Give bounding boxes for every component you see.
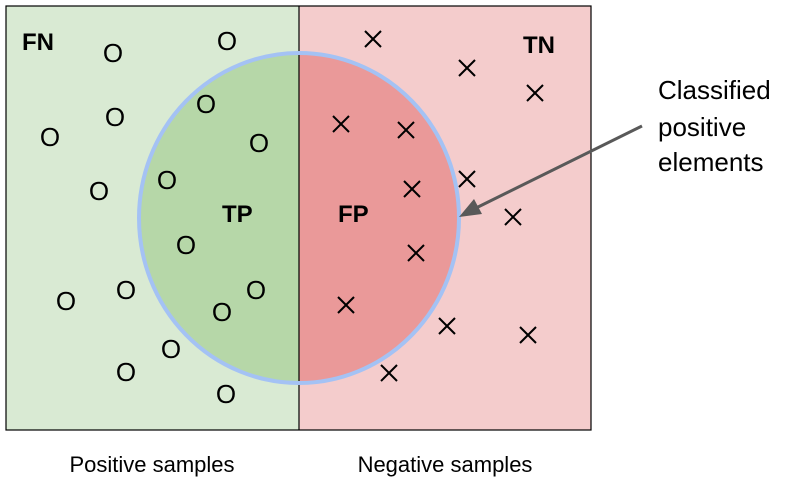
annotation-line-3: elements [658, 147, 764, 177]
positive-sample-marker: O [196, 89, 216, 119]
annotation-arrowhead [459, 199, 482, 217]
positive-sample-marker: O [246, 275, 266, 305]
negative-sample-marker [438, 317, 456, 335]
annotation-line-2: positive [658, 112, 746, 142]
positive-sample-marker: O [56, 286, 76, 316]
negative-sample-marker [407, 244, 425, 262]
positive-sample-marker: O [216, 379, 236, 409]
negative-sample-marker [364, 30, 382, 48]
positive-sample-marker: O [116, 357, 136, 387]
positive-sample-marker: O [40, 122, 60, 152]
true-positive-region [139, 53, 299, 383]
tn-label: TN [523, 32, 555, 59]
negative-sample-marker [337, 296, 355, 314]
negative-sample-markers [332, 30, 544, 382]
negative-sample-marker [526, 84, 544, 102]
positive-sample-marker: O [212, 297, 232, 327]
false-positive-region [299, 53, 459, 383]
positive-sample-marker: O [116, 275, 136, 305]
negative-sample-marker [332, 115, 350, 133]
negative-sample-marker [504, 208, 522, 226]
tp-label: TP [222, 201, 253, 228]
positive-sample-marker: O [157, 165, 177, 195]
negative-sample-marker [380, 364, 398, 382]
positive-sample-marker: O [217, 26, 237, 56]
negative-sample-marker [458, 170, 476, 188]
positive-sample-marker: O [89, 176, 109, 206]
classified-positive-circle [137, 51, 461, 385]
negative-sample-marker [403, 180, 421, 198]
annotation-line-1: Classified [658, 75, 771, 105]
positive-sample-marker: O [105, 102, 125, 132]
fn-label: FN [22, 29, 54, 56]
negative-sample-marker [458, 59, 476, 77]
annotation-arrow-line [475, 124, 643, 210]
positive-sample-marker: O [103, 38, 123, 68]
negative-samples-caption: Negative samples [358, 452, 533, 477]
fp-label: FP [338, 201, 369, 228]
negative-sample-marker [519, 326, 537, 344]
positive-sample-marker: O [249, 128, 269, 158]
positive-samples-caption: Positive samples [69, 452, 234, 477]
positive-sample-marker: O [161, 334, 181, 364]
negative-sample-marker [397, 121, 415, 139]
positive-sample-marker: O [176, 230, 196, 260]
